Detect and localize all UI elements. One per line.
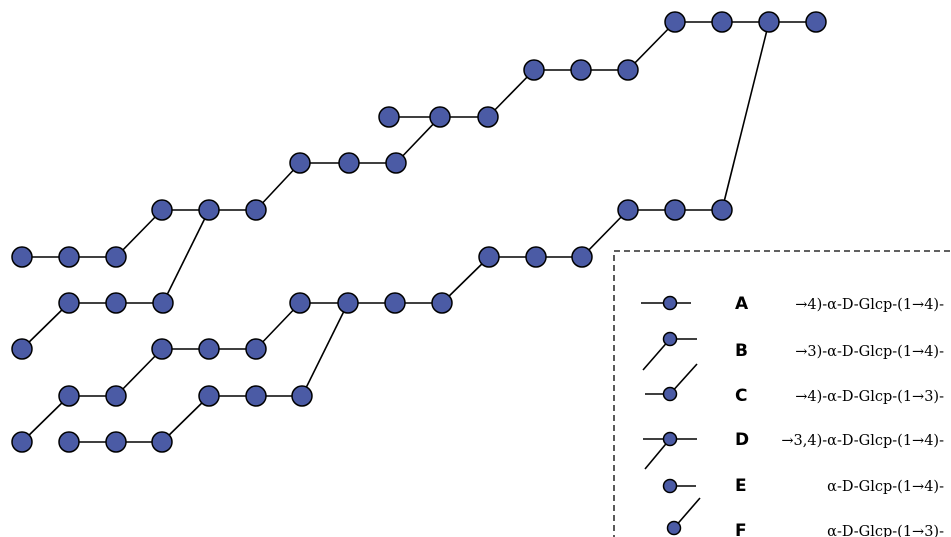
legend-description-c: →4)-α-D-Glcp-(1→3)-	[795, 389, 944, 405]
glycosidic-bond	[162, 209, 210, 304]
legend-letter-c: C	[735, 386, 747, 406]
glycosidic-bond	[115, 348, 163, 397]
glucose-unit	[58, 431, 80, 453]
glucose-unit	[58, 292, 80, 314]
glucose-unit	[384, 292, 406, 314]
glucose-unit	[245, 199, 267, 221]
legend-glyph-linear	[641, 295, 691, 311]
legend-letter-b: B	[735, 341, 748, 361]
glycosidic-bond	[21, 302, 70, 350]
glucose-unit	[105, 292, 127, 314]
glucose-unit	[151, 199, 173, 221]
glucose-unit	[151, 431, 173, 453]
glucose-unit	[338, 152, 360, 174]
glucose-unit	[105, 385, 127, 407]
glucose-unit	[805, 11, 827, 33]
glucose-unit	[198, 385, 220, 407]
legend-item-e: E α-D-Glcp-(1→4)-	[662, 476, 944, 496]
glucose-unit	[105, 246, 127, 268]
glucose-unit	[245, 385, 267, 407]
glucose-unit	[571, 246, 593, 268]
glucose-unit	[617, 59, 639, 81]
glucose-unit	[245, 338, 267, 360]
legend-letter-d: D	[735, 430, 749, 450]
legend-glucose-unit	[662, 478, 678, 494]
glycosidic-bond	[487, 69, 535, 118]
glycosidic-bond	[161, 395, 210, 443]
glucose-unit	[198, 199, 220, 221]
glucose-unit	[711, 199, 733, 221]
legend-item-d: D →3,4)-α-D-Glcp-(1→4)-	[643, 430, 944, 470]
glucose-unit	[289, 292, 311, 314]
glycosidic-bond	[115, 209, 163, 258]
glucose-units	[11, 11, 827, 453]
glucose-unit	[664, 199, 686, 221]
glucose-unit	[525, 246, 547, 268]
glucose-unit	[429, 106, 451, 128]
legend-description-e: α-D-Glcp-(1→4)-	[827, 479, 944, 495]
glucose-unit	[198, 338, 220, 360]
glycosidic-bond	[581, 209, 629, 258]
legend-glucose-unit	[662, 295, 678, 311]
glucose-unit	[58, 246, 80, 268]
glucose-unit	[337, 292, 359, 314]
legend-letter-f: F	[735, 521, 747, 537]
glycosidic-bond	[301, 302, 349, 397]
glucose-unit	[291, 385, 313, 407]
legend-glucose-unit	[666, 520, 682, 536]
glucose-unit	[523, 59, 545, 81]
legend-item-c: C →4)-α-D-Glcp-(1→3)-	[645, 363, 944, 406]
glucose-unit	[617, 199, 639, 221]
legend-letter-a: A	[735, 294, 749, 314]
glucose-unit	[11, 431, 33, 453]
glucose-unit	[664, 11, 686, 33]
legend-description-f: α-D-Glcp-(1→3)-	[827, 524, 944, 537]
legend-item-b: B →3)-α-D-Glcp-(1→4)-	[642, 331, 944, 371]
glycosidic-bond	[721, 21, 770, 211]
glucose-unit	[378, 106, 400, 128]
glycosidic-bonds	[21, 21, 816, 443]
glucose-unit	[478, 246, 500, 268]
glucose-unit	[152, 292, 174, 314]
legend-description-d: →3,4)-α-D-Glcp-(1→4)-	[781, 433, 944, 449]
glucose-unit	[11, 246, 33, 268]
glucose-unit	[11, 338, 33, 360]
glycosidic-bond	[21, 395, 70, 443]
glucose-unit	[385, 152, 407, 174]
legend-glucose-unit	[662, 331, 678, 347]
glycosidic-bond	[627, 21, 676, 71]
legend-glyph-linear-from-3	[642, 331, 697, 371]
legend-description-a: →4)-α-D-Glcp-(1→4)-	[795, 297, 944, 313]
glycosidic-bond	[441, 256, 490, 304]
legend-box	[613, 250, 951, 537]
legend-item-a: A →4)-α-D-Glcp-(1→4)-	[641, 294, 944, 314]
glucose-unit	[431, 292, 453, 314]
legend-item-f: F α-D-Glcp-(1→3)-	[666, 497, 944, 537]
legend-glyph-terminal-3	[666, 497, 701, 536]
glucose-unit	[151, 338, 173, 360]
legend: A →4)-α-D-Glcp-(1→4)- B →3)-α-D-Glcp-(1→…	[613, 250, 951, 537]
legend-glyph-terminal-4	[662, 478, 696, 494]
legend-glucose-unit	[662, 386, 678, 402]
glucose-unit	[758, 11, 780, 33]
legend-description-b: →3)-α-D-Glcp-(1→4)-	[795, 344, 944, 360]
legend-letter-e: E	[735, 476, 747, 496]
legend-glucose-unit	[662, 431, 678, 447]
glucose-unit	[477, 106, 499, 128]
legend-glyph-linear-to-3	[645, 363, 698, 402]
glucose-unit	[105, 431, 127, 453]
legend-glyph-branch	[643, 431, 697, 470]
glucose-unit	[58, 385, 80, 407]
glucose-unit	[289, 152, 311, 174]
glucose-unit	[711, 11, 733, 33]
glucose-unit	[570, 59, 592, 81]
